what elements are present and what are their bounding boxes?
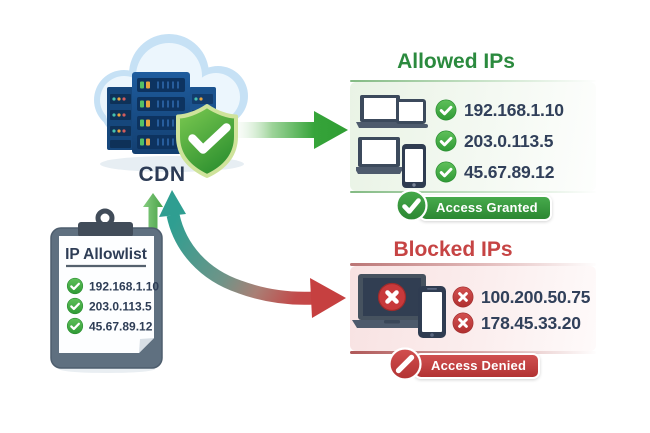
clipboard-title: IP Allowlist	[65, 246, 147, 263]
check-circle-icon	[66, 317, 84, 335]
blocked-divider-bottom	[350, 351, 596, 354]
laptop-icon	[356, 137, 404, 174]
smartphone-icon	[402, 144, 426, 188]
allowed-ip-row: 203.0.113.5	[435, 130, 553, 152]
clipboard-clip	[78, 222, 133, 237]
x-circle-icon	[452, 286, 474, 308]
access-granted-badge: Access Granted	[395, 189, 555, 223]
check-circle-icon	[435, 130, 457, 152]
arrow-curved-blocked-icon	[159, 190, 346, 318]
check-circle-icon	[66, 277, 84, 295]
slash-circle-icon	[388, 347, 422, 381]
cdn-illustration	[94, 34, 248, 178]
allowed-ip: 192.168.1.10	[464, 100, 564, 120]
blocked-ip: 178.45.33.20	[481, 313, 581, 333]
check-circle-icon	[435, 99, 457, 121]
laptop-blocked-icon	[352, 274, 434, 328]
check-circle-icon	[435, 161, 457, 183]
cdn-label: CDN	[138, 163, 186, 186]
blocked-ip-row: 100.200.50.75	[452, 286, 591, 308]
tablet-icon	[394, 99, 428, 128]
blocked-ip-row: 178.45.33.20	[452, 312, 581, 334]
x-circle-icon	[452, 312, 474, 334]
smartphone-icon	[418, 286, 446, 338]
arrow-up-allowlist-icon	[143, 193, 163, 231]
denied-label: Access Denied	[431, 358, 527, 373]
granted-pill: Access Granted	[419, 194, 552, 221]
granted-label: Access Granted	[436, 200, 538, 215]
allowed-ip-row: 45.67.89.12	[435, 161, 554, 183]
clipboard-entry: 203.0.113.5	[89, 300, 152, 314]
allowed-section-title: Allowed IPs	[397, 50, 515, 73]
arrow-right-allowed-icon	[236, 111, 348, 149]
paper-fold	[139, 338, 154, 353]
blocked-divider-top	[350, 263, 596, 266]
allowed-ip: 45.67.89.12	[464, 162, 555, 182]
check-circle-icon	[395, 189, 428, 222]
clipboard-entry: 45.67.89.12	[89, 320, 153, 334]
clipboard-entry: 192.168.1.10	[89, 280, 159, 294]
blocked-section-title: Blocked IPs	[393, 238, 513, 261]
access-denied-badge: Access Denied	[388, 347, 548, 381]
ip-allowlist-clipboard: IP Allowlist 192.168.1.10 203.0.113.5 45…	[50, 208, 163, 373]
laptop-icon	[356, 95, 404, 128]
blocked-devices	[352, 274, 446, 338]
allowed-devices	[356, 95, 428, 188]
allowed-divider-bottom	[350, 190, 596, 193]
shield-check-icon	[176, 104, 238, 178]
denied-pill: Access Denied	[414, 352, 541, 379]
allowed-ip-row: 192.168.1.10	[435, 99, 564, 121]
check-circle-icon	[66, 297, 84, 315]
allowed-divider-top	[350, 79, 596, 82]
allowed-ip: 203.0.113.5	[464, 131, 554, 151]
blocked-ip: 100.200.50.75	[481, 287, 591, 307]
